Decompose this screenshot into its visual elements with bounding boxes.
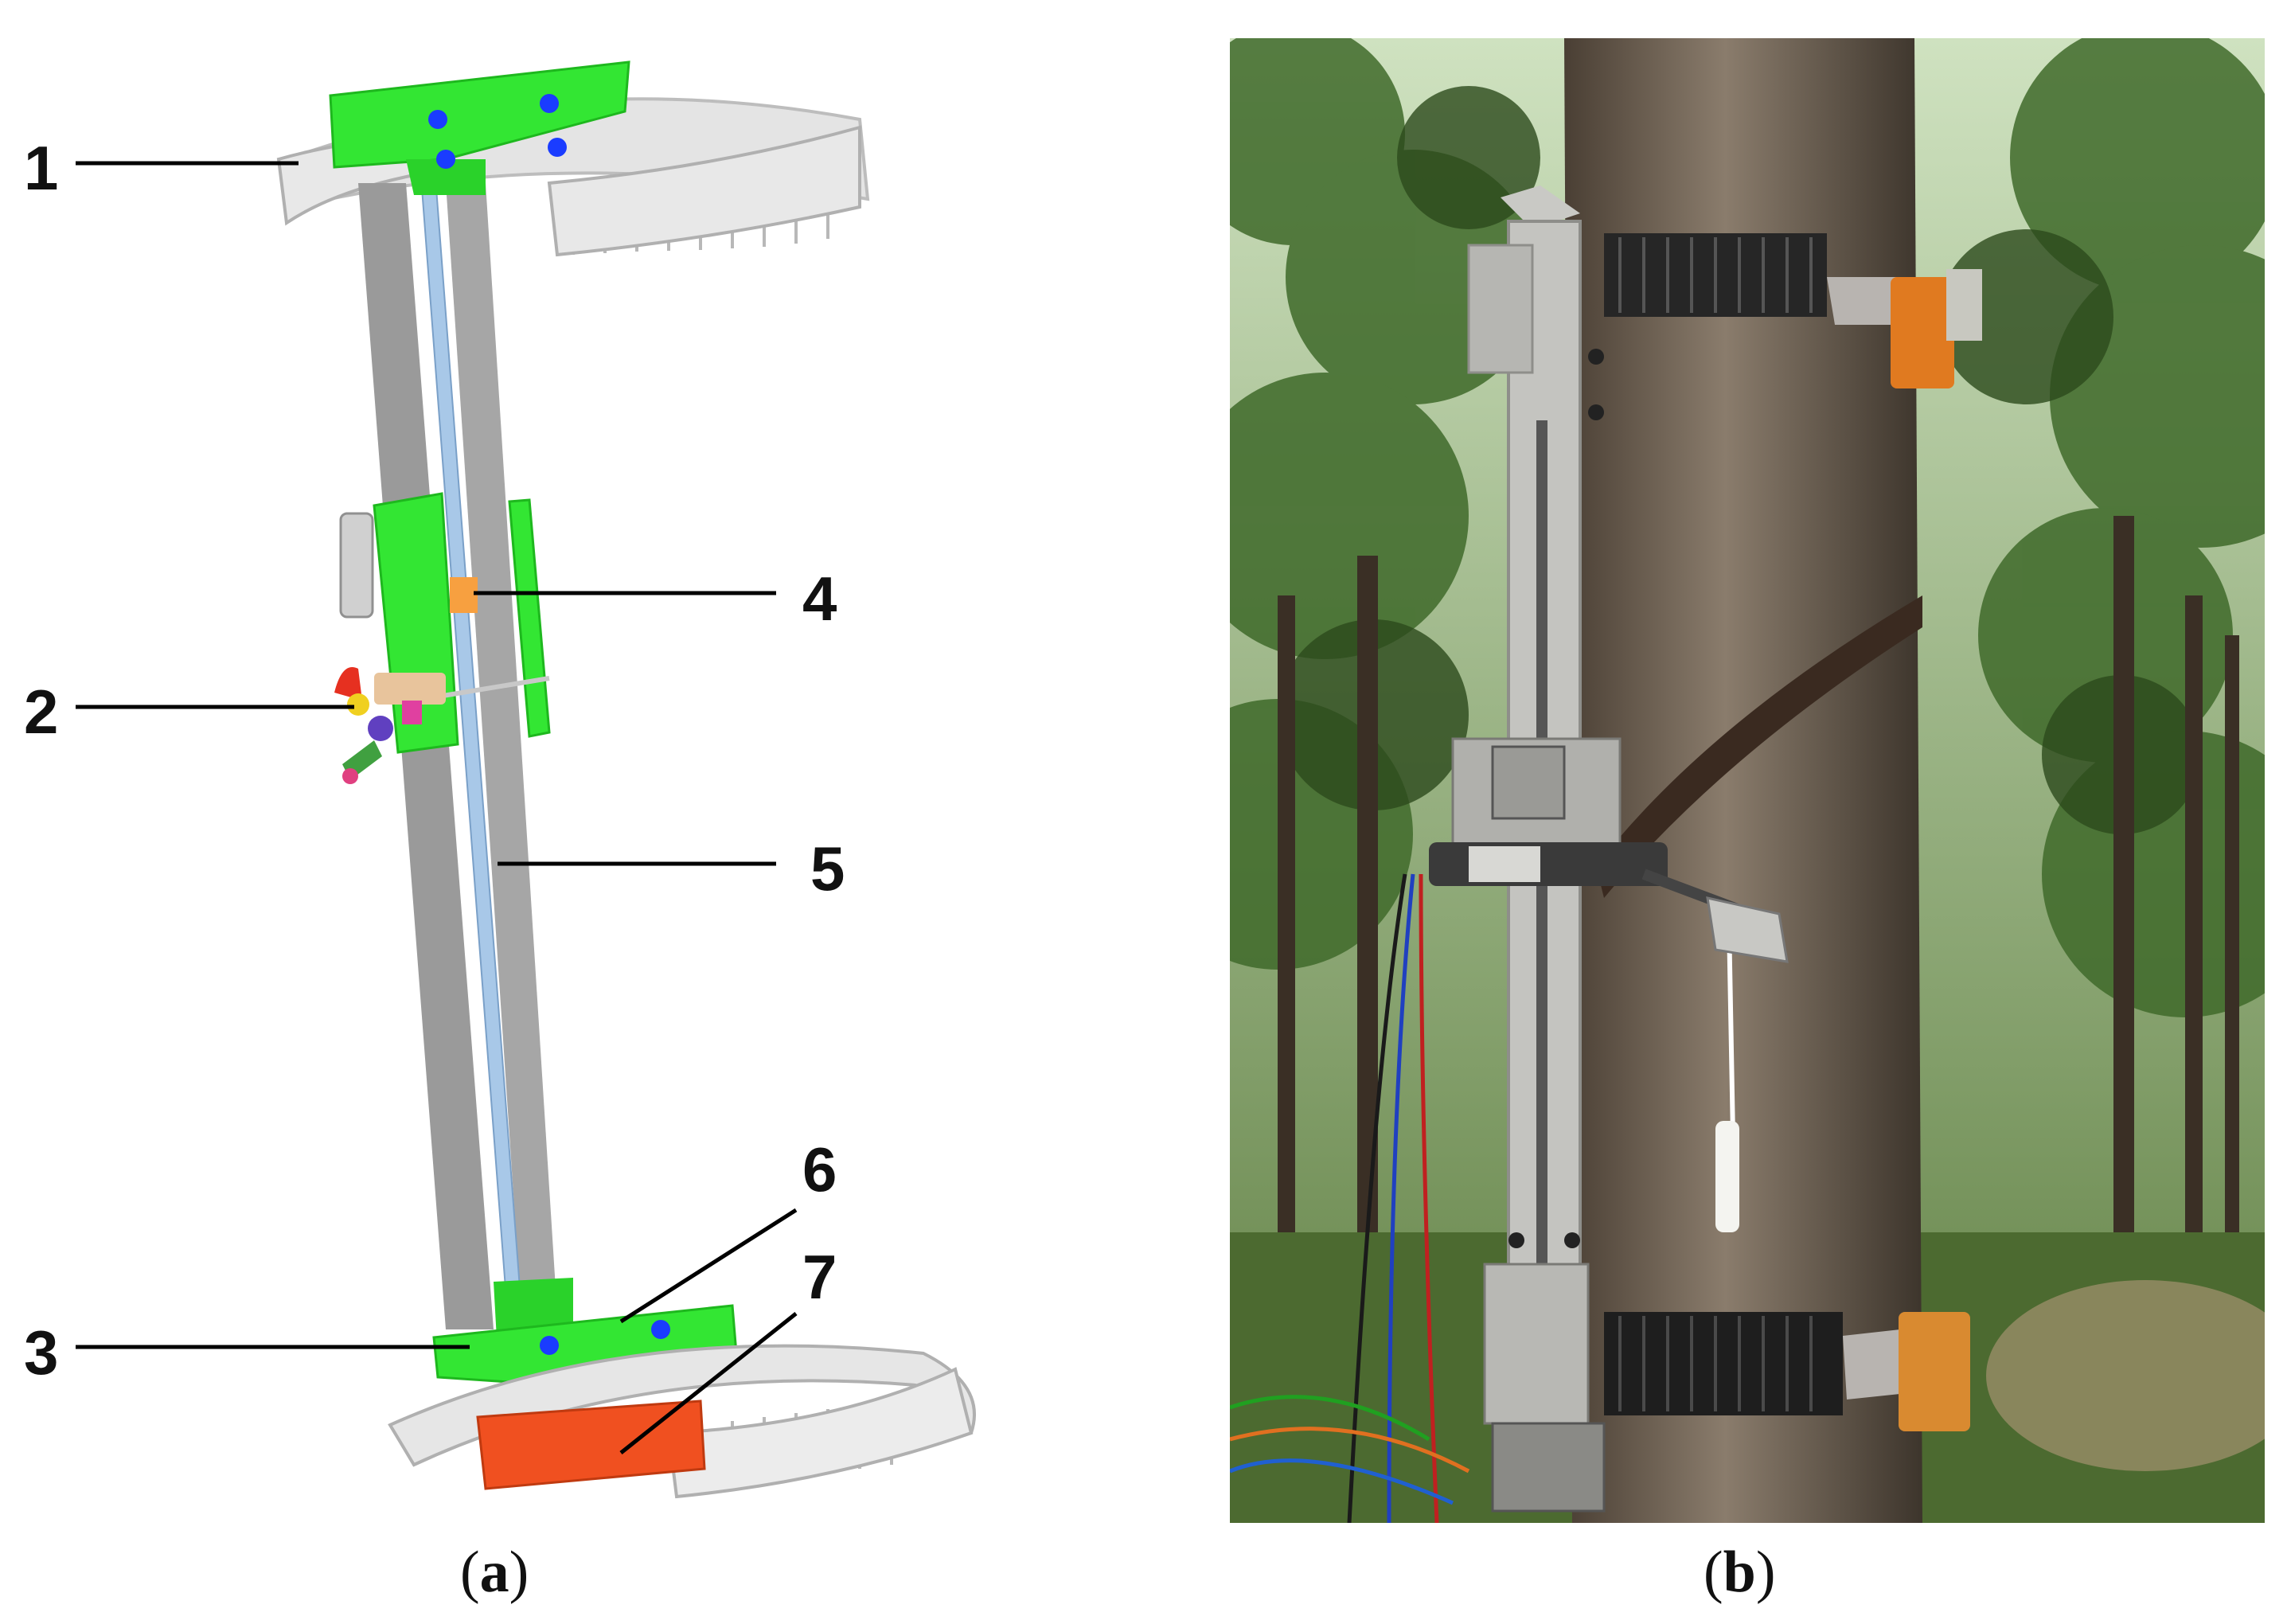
cylinder-body <box>1469 846 1540 882</box>
leader-line-7 <box>619 1312 798 1454</box>
callout-7: 7 <box>802 1242 837 1312</box>
caption-b: (b) <box>1704 1540 1776 1605</box>
frame-bolt-1 <box>1588 349 1604 365</box>
bottom-clamp-belt <box>1604 1312 1843 1415</box>
carriage-rail <box>1429 842 1668 886</box>
stepper-motor <box>1491 745 1566 820</box>
caption-a: (a) <box>460 1540 529 1605</box>
bottom-bolt-1 <box>540 1336 559 1355</box>
field-photo-panel <box>1230 38 2265 1523</box>
screw-nut <box>450 577 478 613</box>
frame-bolt-4 <box>1564 1232 1580 1248</box>
top-bracket <box>1467 244 1534 374</box>
callout-2: 2 <box>24 677 59 747</box>
bottom-motor <box>476 1400 706 1490</box>
top-bolt-4 <box>548 138 567 157</box>
callout-4: 4 <box>802 564 837 634</box>
left-rail <box>358 183 494 1329</box>
tapping-cut <box>1596 595 1922 898</box>
field-photo <box>1230 38 2265 1523</box>
bottom-belt-front <box>666 1367 974 1499</box>
bottom-belt-ribs <box>1618 1316 1813 1411</box>
top-bolt-3 <box>436 150 455 169</box>
foliage <box>1230 38 2265 1017</box>
top-frame <box>329 61 630 169</box>
latex-flow <box>1715 1121 1739 1232</box>
callout-3: 3 <box>24 1318 59 1388</box>
path-ground <box>1986 1280 2265 1471</box>
cad-model-panel: 1 2 3 4 5 6 7 <box>0 0 1114 1560</box>
top-belt-front-right <box>547 125 861 257</box>
top-ratchet-lever <box>1946 269 1982 341</box>
bottom-bolt-2 <box>651 1320 670 1339</box>
top-ratchet-buckle <box>1891 277 1954 388</box>
right-rail <box>446 183 557 1314</box>
carriage-plate-right <box>508 498 551 738</box>
cad-model-drawing <box>76 61 976 1499</box>
leader-line-6 <box>619 1208 798 1324</box>
top-belt-ribs <box>1618 237 1813 313</box>
bottom-ratchet-buckle <box>1899 1312 1970 1431</box>
tapping-knife-assembly <box>334 667 446 784</box>
caption-b-letter: b <box>1723 1540 1756 1605</box>
callout-5: 5 <box>810 833 845 904</box>
frame-bolt-2 <box>1588 404 1604 420</box>
leader-lines <box>76 161 798 1454</box>
control-cables <box>1230 873 1470 1523</box>
frame-top-cap <box>1501 185 1580 229</box>
tapping-knife-head <box>1706 896 1789 963</box>
bottom-frame-block <box>1483 1263 1590 1425</box>
callout-6: 6 <box>802 1134 837 1204</box>
top-frame-block <box>406 159 486 195</box>
rubber-tree-trunk <box>1564 38 1922 1523</box>
callout-1: 1 <box>24 133 59 203</box>
top-bolt-1 <box>428 110 447 129</box>
frame-bolt-3 <box>1508 1232 1524 1248</box>
caption-a-letter: a <box>479 1540 509 1605</box>
bottom-stepper-motor <box>1491 1422 1606 1513</box>
top-bolt-2 <box>540 94 559 113</box>
latex-drip <box>1727 921 1735 1138</box>
carriage-motor <box>339 512 374 619</box>
